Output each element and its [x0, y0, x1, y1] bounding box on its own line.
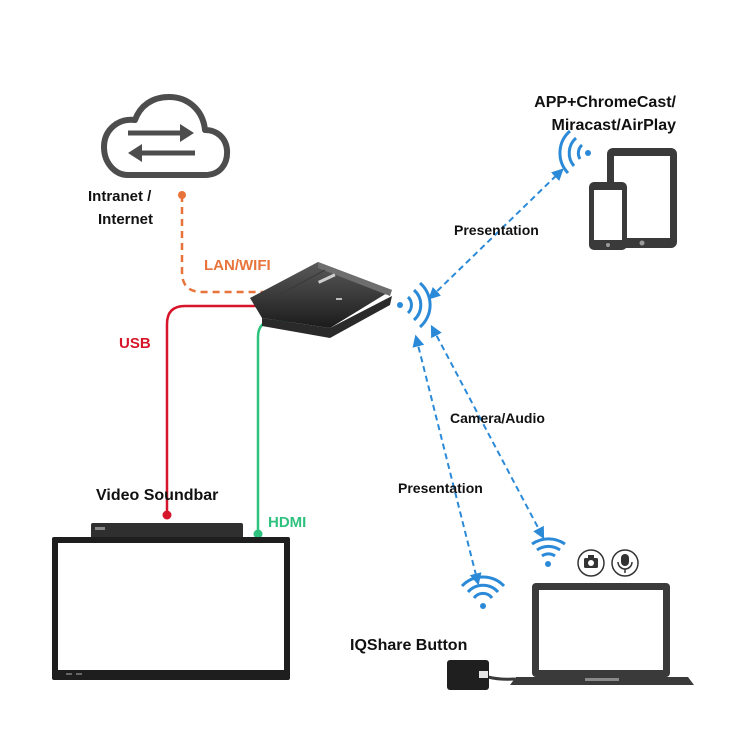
iqshare-button-label: IQShare Button — [350, 637, 467, 654]
camera-audio-arrow — [430, 324, 545, 540]
phone-tablet-icon — [589, 148, 677, 250]
presentation-bottom-label: Presentation — [398, 480, 483, 496]
lan-wifi-label: LAN/WIFI — [204, 257, 271, 274]
hdmi-label: HDMI — [268, 514, 306, 531]
cloud-sync-icon — [101, 94, 231, 178]
device-wifi-icon — [558, 129, 591, 175]
lan-wifi-connection — [178, 191, 294, 296]
app-label-line1: APP+ChromeCast/ — [534, 94, 676, 111]
usb-label: USB — [119, 335, 151, 352]
camera-icon — [577, 549, 605, 577]
box-wifi-icon — [397, 281, 432, 329]
camera-audio-label: Camera/Audio — [450, 410, 545, 426]
app-label-line2: Miracast/AirPlay — [551, 117, 676, 134]
laptop-icon — [510, 583, 694, 685]
intranet-label-line1: Intranet / — [88, 188, 152, 205]
presentation-top-label: Presentation — [454, 222, 539, 238]
presentation-top-arrow — [428, 168, 564, 300]
video-soundbar-label: Video Soundbar — [96, 487, 218, 504]
intranet-label-line2: Internet — [98, 211, 153, 228]
wireless-presentation-box — [250, 262, 392, 338]
microphone-icon — [611, 549, 639, 577]
hdmi-connection — [253, 316, 323, 539]
laptop-wifi-icon — [531, 537, 566, 567]
presentation-bottom-arrow — [412, 334, 482, 586]
button-wifi-icon — [460, 575, 506, 609]
iqshare-button-icon — [447, 660, 516, 690]
display-screen — [52, 523, 290, 680]
